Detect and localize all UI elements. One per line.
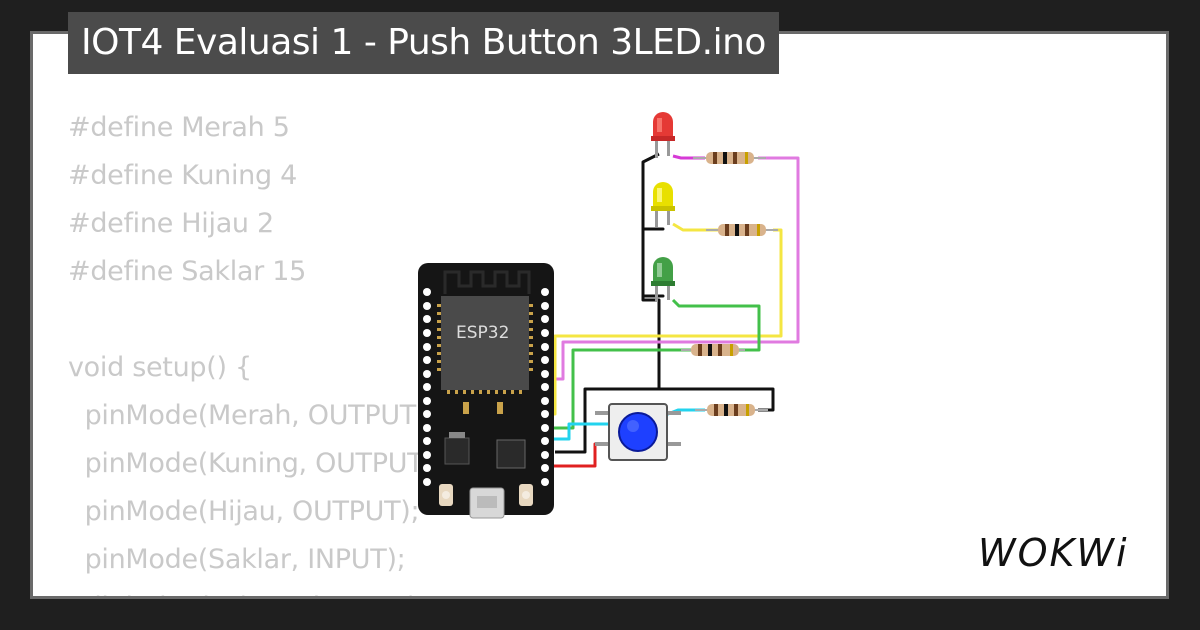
circuit-diagram: ESP32 (418, 112, 800, 519)
wire-3v3 (545, 442, 611, 468)
code-line: pinMode(Kuning, OUTPUT); (68, 448, 443, 479)
project-title: IOT4 Evaluasi 1 - Push Button 3LED.ino (68, 12, 779, 74)
resistor-2 (706, 224, 778, 236)
code-line: #define Saklar 15 (68, 256, 306, 287)
code-line: pinMode(Hijau, OUTPUT); (68, 496, 420, 527)
wire-pink (545, 156, 800, 381)
code-line: #define Kuning 4 (68, 160, 297, 191)
wire-cyan (545, 422, 611, 441)
preview-card: #define Merah 5 #define Kuning 4 #define… (33, 34, 1166, 596)
esp32-label: ESP32 (456, 323, 509, 343)
code-line: #define Hijau 2 (68, 208, 274, 239)
resistor-3 (681, 344, 745, 356)
code-line: digitalWrite(Merah, LOW); (68, 592, 427, 596)
wokwi-logo-text: WOKWi (978, 532, 1129, 574)
wire-green-led (671, 298, 761, 352)
code-line: pinMode(Saklar, INPUT); (68, 544, 406, 575)
led-red (651, 112, 675, 158)
code-line: void setup() { (68, 352, 252, 383)
wire-green-resistor (545, 348, 691, 430)
code-line: pinMode(Merah, OUTPUT); (68, 400, 436, 431)
resistor-4 (695, 404, 768, 416)
push-button (595, 403, 681, 461)
led-green (651, 257, 675, 302)
esp32-board: ESP32 (418, 263, 554, 519)
wokwi-logo: WOKWi (978, 532, 1129, 574)
code-line: #define Merah 5 (68, 112, 290, 143)
code-preview: #define Merah 5 #define Kuning 4 #define… (68, 104, 443, 596)
resistor-1 (693, 152, 766, 164)
led-yellow (651, 182, 675, 227)
